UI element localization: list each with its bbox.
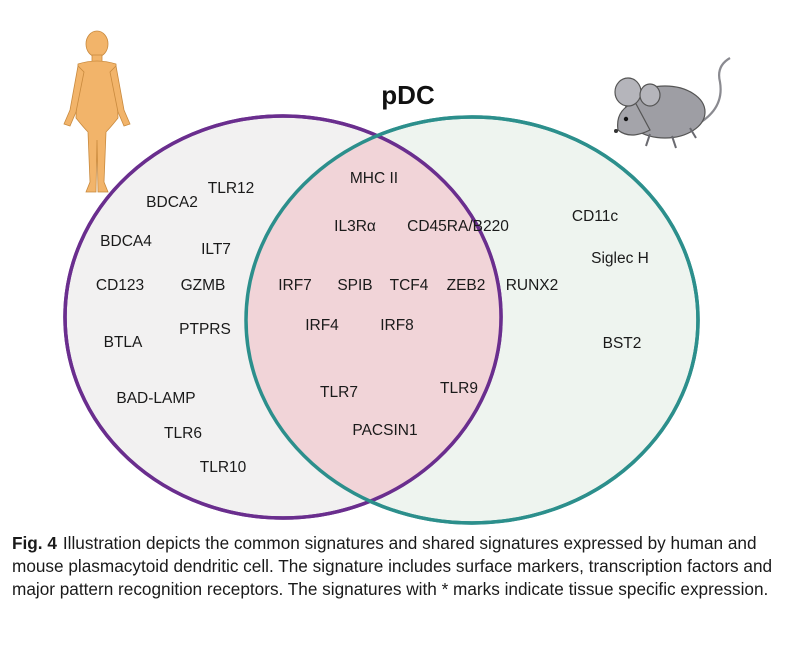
human-label-bdca4: BDCA4	[100, 233, 152, 250]
shared-label-tlr7: TLR7	[320, 384, 358, 401]
human-label-cd123: CD123	[96, 277, 144, 294]
mouse-circle-outline	[244, 115, 700, 525]
shared-label-tcf4: TCF4	[390, 277, 429, 294]
overlap-region	[246, 117, 501, 518]
human-label-bad-lamp: BAD-LAMP	[116, 390, 195, 407]
shared-label-irf4: IRF4	[305, 317, 339, 334]
human-label-tlr12: TLR12	[208, 180, 255, 197]
human-label-ilt7: ILT7	[201, 241, 231, 258]
human-label-ptprs: PTPRS	[179, 321, 231, 338]
human-label-gzmb: GZMB	[181, 277, 226, 294]
shared-label-cd45ra-b220: CD45RA/B220	[407, 218, 509, 235]
shared-label-zeb2: ZEB2	[447, 277, 486, 294]
diagram-title: pDC	[381, 80, 435, 110]
mouse-icon	[614, 57, 731, 149]
shared-label-spib: SPIB	[337, 277, 372, 294]
mouse-label-cd11c: CD11c	[572, 208, 618, 225]
caption-text: Illustration depicts the common signatur…	[12, 533, 773, 599]
human-label-tlr6: TLR6	[164, 425, 202, 442]
shared-label-il3ra: IL3Rα	[334, 218, 376, 235]
human-label-btla: BTLA	[104, 334, 143, 351]
human-circle-outline	[63, 114, 503, 520]
venn-diagram: pDC BDCA2 TLR12 BDCA4 ILT7 CD123 GZMB BT…	[63, 30, 731, 525]
shared-label-runx2: RUNX2	[506, 277, 559, 294]
shared-label-mhc-ii: MHC II	[350, 170, 398, 187]
shared-label-pacsin1: PACSIN1	[352, 422, 417, 439]
shared-label-irf7: IRF7	[278, 277, 312, 294]
shared-label-tlr9: TLR9	[440, 380, 478, 397]
human-figure-icon	[63, 30, 131, 193]
human-label-tlr10: TLR10	[200, 459, 247, 476]
mouse-label-bst2: BST2	[603, 335, 642, 352]
human-label-bdca2: BDCA2	[146, 194, 198, 211]
mouse-label-siglec-h: Siglec H	[591, 250, 649, 267]
shared-label-irf8: IRF8	[380, 317, 414, 334]
caption-label: Fig. 4	[12, 533, 57, 553]
